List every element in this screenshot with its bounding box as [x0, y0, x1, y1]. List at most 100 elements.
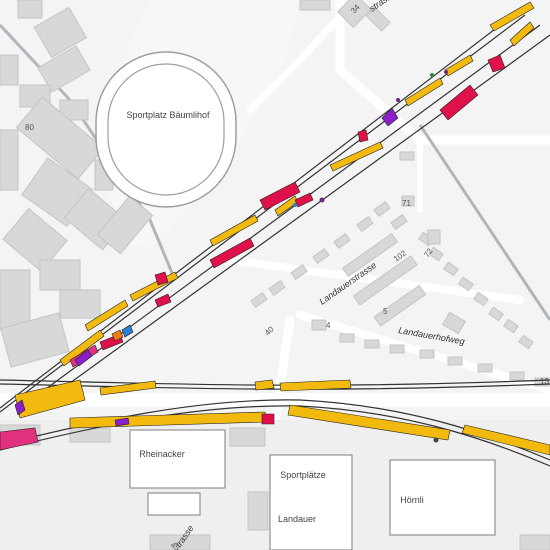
building: [15, 96, 105, 180]
marker-point: [396, 98, 400, 102]
building: [427, 229, 441, 245]
marker-blue: [121, 324, 134, 338]
marker-yellow: [287, 404, 451, 441]
track-6: [0, 405, 550, 467]
marker-red: [294, 192, 314, 208]
building: [17, 0, 43, 19]
building: [59, 289, 101, 319]
label-landauer: Landauer: [278, 514, 316, 524]
building: [268, 280, 286, 296]
marker-yellow: [59, 329, 105, 367]
marker-purple: [74, 349, 93, 367]
marker-orange: [111, 329, 124, 342]
marker-red: [357, 129, 369, 143]
marker-purple: [114, 417, 130, 427]
house-number: 45: [169, 540, 182, 550]
buildings-south: Rheinacker Sportplätze Landauer Hörnli: [0, 420, 550, 550]
label-sportplatz: Sportplatz Bäumlihof: [126, 110, 210, 120]
marker-yellow: [404, 77, 444, 107]
label-rheinacker: Rheinacker: [139, 449, 185, 459]
building: [33, 6, 88, 59]
field-small: [147, 492, 201, 516]
building: [428, 246, 444, 262]
building: [290, 264, 308, 280]
building: [229, 427, 266, 447]
building: [39, 259, 81, 291]
building: [37, 45, 91, 93]
building: [149, 534, 211, 550]
field-hoernli: [389, 459, 496, 536]
building: [364, 339, 380, 349]
road-northeast: [335, 0, 550, 145]
building: [473, 291, 489, 307]
building: [488, 306, 504, 322]
building: [96, 195, 154, 255]
marker-yellow: [461, 424, 550, 456]
point-markers: [293, 70, 448, 443]
building: [2, 207, 68, 273]
marker-yellow: [254, 379, 275, 391]
marker-red: [209, 237, 255, 269]
marker-red: [154, 293, 172, 308]
marker-point: [293, 203, 297, 207]
label-hoernli: Hörnli: [400, 495, 424, 505]
building: [69, 427, 111, 443]
building: [373, 201, 391, 217]
building: [247, 491, 269, 531]
marker-purple: [14, 399, 26, 416]
stadium: Sportplatz Bäumlihof: [95, 51, 237, 208]
marker-yellow: [444, 54, 474, 77]
stadium-field: [107, 63, 225, 196]
building: [250, 292, 268, 308]
building: [311, 319, 327, 331]
field-sportplaetze: [269, 454, 353, 550]
building: [356, 216, 374, 232]
house-number: 80: [25, 123, 34, 132]
building: [0, 54, 19, 86]
marker-red: [439, 84, 479, 121]
building: [390, 214, 408, 230]
building: [518, 334, 534, 350]
marker-yellow: [99, 380, 157, 396]
building: [519, 534, 550, 550]
building: [503, 318, 519, 334]
house-number: 71: [402, 199, 411, 208]
house-number: 13: [540, 377, 549, 386]
buildings-north: [299, 0, 391, 32]
field-rheinacker: [129, 429, 226, 489]
building: [477, 363, 493, 373]
marker-yellow: [329, 141, 384, 172]
building: [337, 0, 372, 28]
building: [352, 255, 418, 306]
building: [312, 248, 330, 264]
building: [0, 129, 19, 191]
building: [447, 356, 463, 366]
road-strasse-top: [246, 0, 359, 114]
building: [442, 311, 466, 335]
building: [389, 344, 405, 354]
marker-yellow: [509, 21, 535, 47]
building: [341, 233, 399, 277]
marker-yellow: [209, 214, 259, 247]
building: [339, 333, 355, 343]
building: [509, 371, 525, 381]
house-number: 5: [383, 307, 388, 316]
track-markers: [0, 1, 550, 456]
marker-magenta: [0, 427, 39, 451]
building: [0, 269, 31, 331]
marker-point: [319, 197, 325, 203]
tram-line-east: [418, 124, 550, 321]
road-landauerstrasse: [226, 256, 524, 304]
building: [299, 0, 331, 11]
buildings-east: [250, 151, 550, 387]
marker-red: [487, 54, 506, 73]
building: [443, 261, 459, 277]
marker-point: [444, 70, 448, 74]
building: [458, 276, 474, 292]
building: [0, 312, 70, 368]
marker-purple: [381, 107, 399, 127]
building: [333, 233, 351, 249]
building: [365, 6, 391, 32]
